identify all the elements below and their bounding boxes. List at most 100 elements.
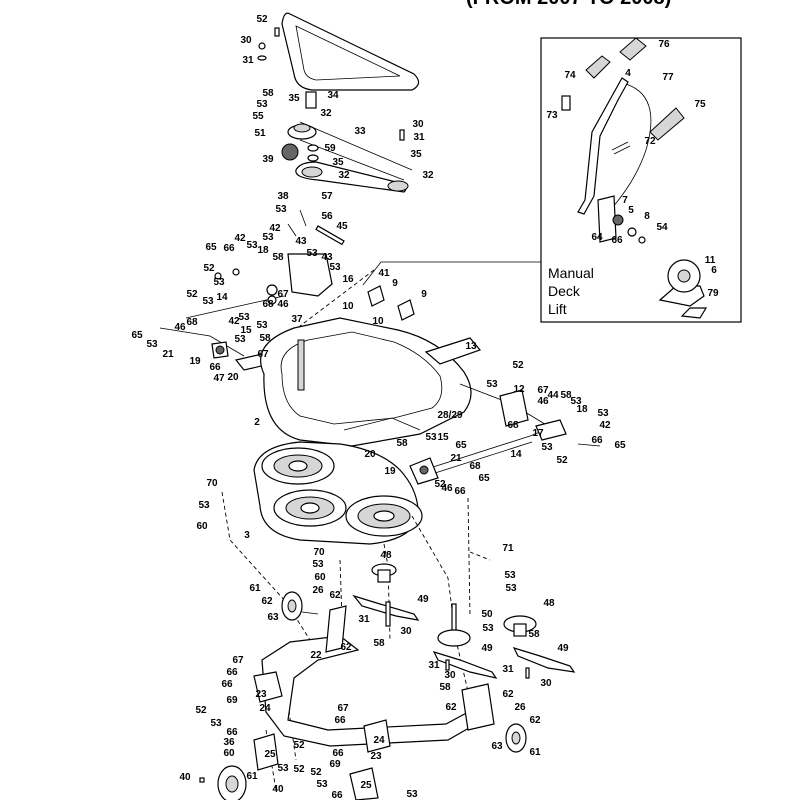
part-callout-21: 21: [162, 349, 174, 360]
part-callout-18: 18: [257, 245, 269, 256]
part-callout-63: 63: [267, 612, 279, 623]
part-callout-53: 53: [541, 442, 553, 453]
inset-caption-line-1: Manual: [548, 265, 594, 281]
part-callout-3: 3: [244, 530, 250, 541]
part-callout-15: 15: [437, 432, 449, 443]
part-callout-52: 52: [310, 767, 322, 778]
part-callout-30: 30: [412, 119, 424, 130]
spindles-blades: [352, 563, 576, 679]
part-callout-67: 67: [537, 385, 549, 396]
part-callout-48: 48: [380, 550, 392, 561]
part-callout-45: 45: [336, 221, 348, 232]
part-callout-42: 42: [234, 233, 246, 244]
part-callout-58: 58: [560, 390, 572, 401]
part-callout-31: 31: [242, 55, 254, 66]
mower-deck: [260, 269, 549, 447]
part-callout-58: 58: [439, 682, 451, 693]
part-callout-65: 65: [614, 440, 626, 451]
part-callout-23: 23: [370, 751, 382, 762]
part-callout-62: 62: [340, 642, 352, 653]
part-callout-42: 42: [269, 223, 281, 234]
part-callout-41: 41: [378, 268, 390, 279]
part-callout-66: 66: [334, 715, 346, 726]
part-callout-38: 38: [277, 191, 289, 202]
part-callout-13: 13: [465, 341, 477, 352]
part-callout-77: 77: [662, 72, 674, 83]
part-callout-67: 67: [257, 349, 269, 360]
part-callout-11: 11: [705, 255, 716, 266]
part-callout-67: 67: [337, 703, 349, 714]
part-callout-28-29: 28/29: [437, 410, 462, 421]
part-callout-20: 20: [227, 372, 239, 383]
part-callout-30: 30: [400, 626, 412, 637]
part-callout-54: 54: [656, 222, 668, 233]
part-callout-58: 58: [272, 252, 284, 263]
part-callout-9: 9: [392, 278, 398, 289]
part-callout-44: 44: [547, 390, 559, 401]
part-callout-60: 60: [314, 572, 326, 583]
part-callout-20: 20: [364, 449, 376, 460]
part-callout-73: 73: [546, 110, 558, 121]
part-callout-46: 46: [277, 299, 289, 310]
part-callout-66: 66: [591, 435, 603, 446]
part-callout-53: 53: [262, 232, 274, 243]
part-callout-24: 24: [373, 735, 385, 746]
part-callout-9: 9: [421, 289, 427, 300]
part-callout-6: 6: [711, 265, 717, 276]
part-callout-8: 8: [644, 211, 650, 222]
part-callout-66: 66: [209, 362, 221, 373]
part-callout-10: 10: [372, 316, 384, 327]
part-callout-53: 53: [597, 408, 609, 419]
part-callout-52: 52: [434, 479, 446, 490]
part-callout-53: 53: [275, 204, 287, 215]
part-callout-2: 2: [254, 417, 260, 428]
part-callout-14: 14: [216, 292, 228, 303]
part-callout-53: 53: [234, 334, 246, 345]
part-callout-66: 66: [454, 486, 466, 497]
part-callout-53: 53: [406, 789, 418, 800]
part-callout-71: 71: [502, 543, 514, 554]
part-callout-32: 32: [338, 170, 350, 181]
part-callout-53: 53: [329, 262, 341, 273]
part-callout-74: 74: [564, 70, 576, 81]
right-lift-rod: [409, 419, 601, 485]
diagram-title: (FROM 2007 TO 2008): [466, 0, 671, 9]
part-callout-53: 53: [486, 379, 498, 390]
part-callout-33: 33: [354, 126, 366, 137]
part-callout-64: 64: [591, 232, 603, 243]
part-callout-48: 48: [543, 598, 555, 609]
part-callout-43: 43: [321, 252, 333, 263]
part-callout-15: 15: [240, 325, 252, 336]
part-callout-30: 30: [240, 35, 252, 46]
part-callout-72: 72: [644, 136, 656, 147]
part-callout-53: 53: [202, 296, 214, 307]
part-callout-70: 70: [206, 478, 218, 489]
part-callout-53: 53: [210, 718, 222, 729]
part-callout-53: 53: [277, 763, 289, 774]
part-callout-65: 65: [478, 473, 490, 484]
part-callout-52: 52: [293, 764, 305, 775]
part-callout-30: 30: [444, 670, 456, 681]
part-callout-76: 76: [658, 39, 670, 50]
part-callout-53: 53: [238, 312, 250, 323]
pulley-belt-assembly: [281, 91, 413, 193]
part-callout-32: 32: [422, 170, 434, 181]
part-callout-53: 53: [505, 583, 517, 594]
part-callout-43: 43: [295, 236, 307, 247]
lift-linkage: [159, 209, 415, 371]
part-callout-26: 26: [514, 702, 526, 713]
part-callout-66: 66: [221, 679, 233, 690]
deck-underside: [253, 441, 423, 545]
part-callout-34: 34: [327, 90, 339, 101]
part-callout-21: 21: [450, 453, 462, 464]
part-callout-67: 67: [277, 289, 289, 300]
part-callout-53: 53: [198, 500, 210, 511]
part-callout-12: 12: [513, 384, 525, 395]
part-callout-52: 52: [195, 705, 207, 716]
part-callout-70: 70: [313, 547, 325, 558]
front-axle-assembly: [199, 591, 527, 800]
part-callout-61: 61: [249, 583, 261, 594]
inset-caption-line-2: Deck: [548, 283, 581, 299]
part-callout-58: 58: [262, 88, 274, 99]
